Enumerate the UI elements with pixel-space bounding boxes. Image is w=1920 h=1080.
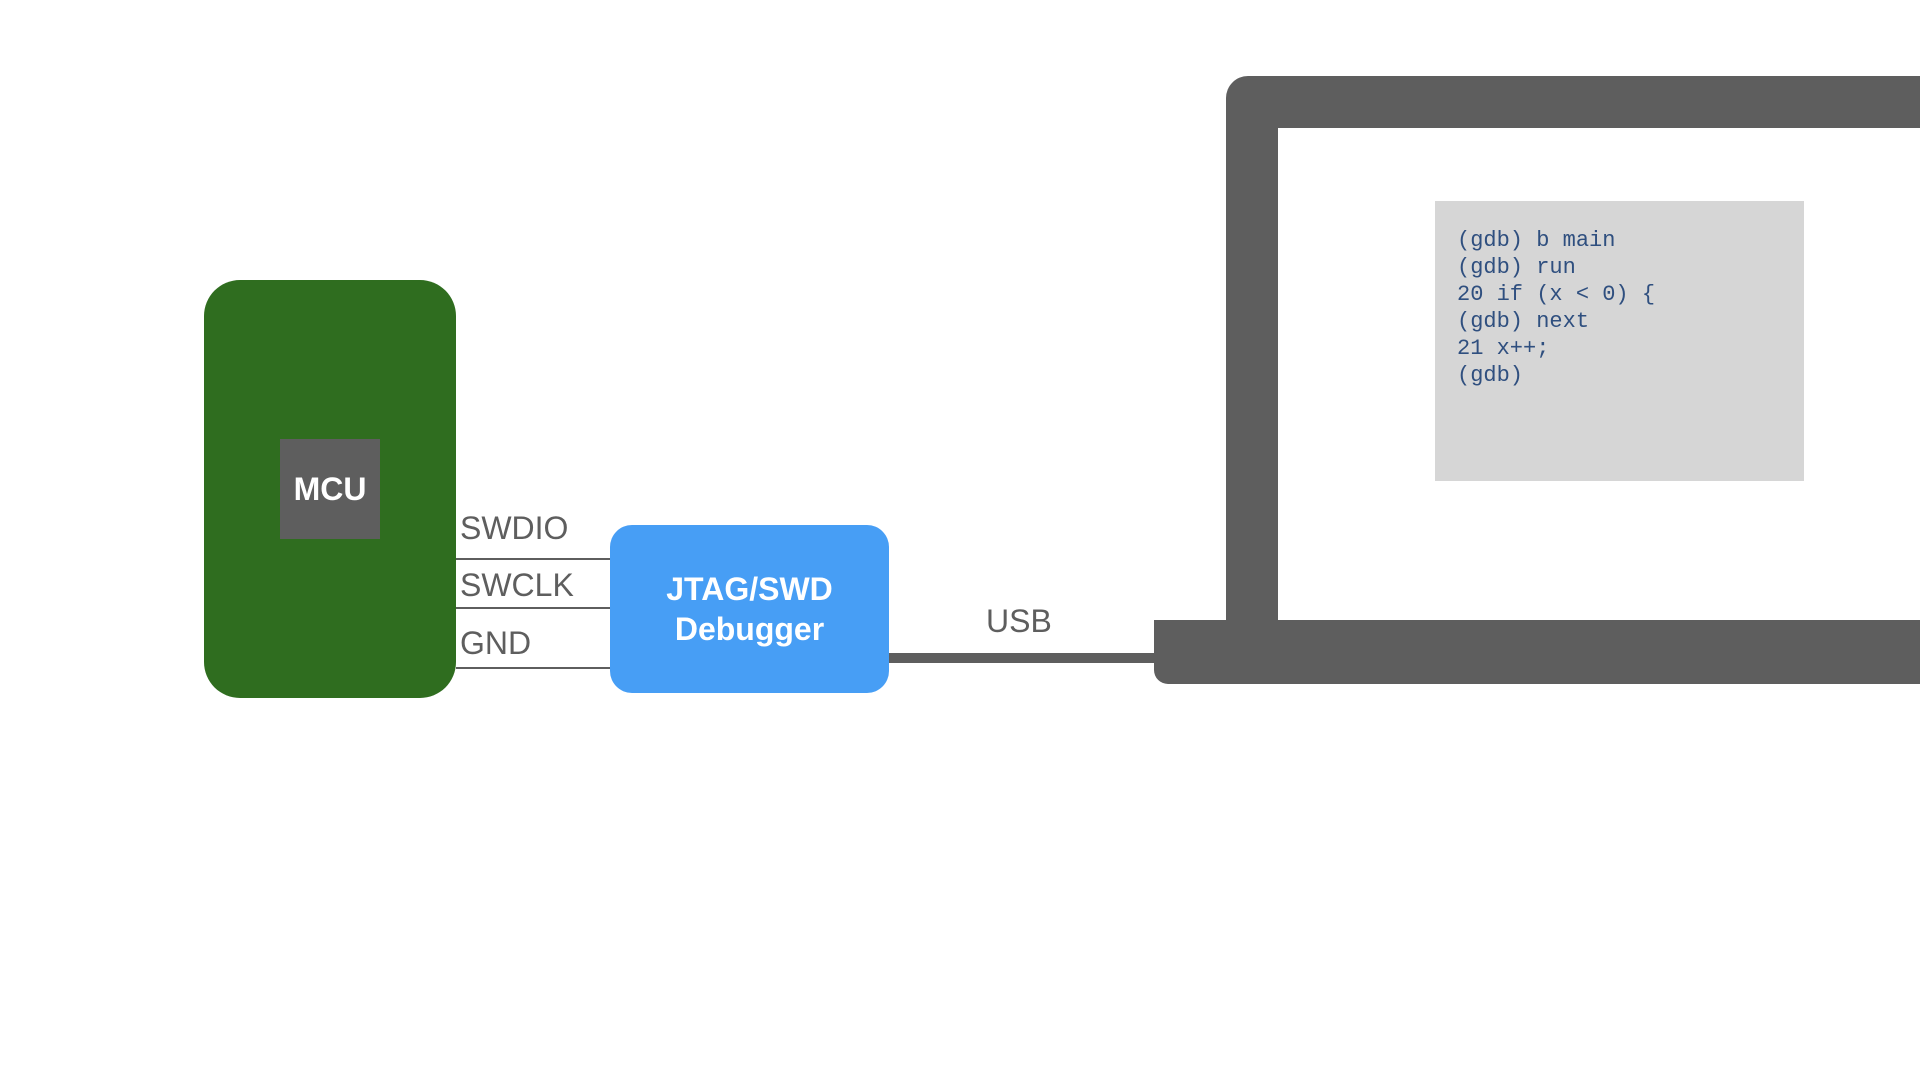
debugger-label-line1: JTAG/SWD — [666, 571, 833, 607]
wire-label-swdio: SWDIO — [460, 510, 569, 546]
gdb-terminal: (gdb) b main (gdb) run 20 if (x < 0) { (… — [1435, 201, 1804, 481]
wire-label-gnd: GND — [460, 625, 532, 661]
wire-gnd — [456, 667, 610, 669]
wire-swclk — [456, 607, 610, 609]
wire-label-swclk: SWCLK — [460, 567, 574, 603]
terminal-line: (gdb) next — [1457, 309, 1590, 334]
terminal-line: 20 if (x < 0) { — [1457, 282, 1656, 307]
usb-cable — [889, 653, 1157, 663]
mcu-chip: MCU — [280, 439, 380, 539]
terminal-line: (gdb) run — [1457, 255, 1576, 280]
debugger-label-line2: Debugger — [674, 611, 825, 647]
terminal-line: 21 x++; — [1457, 336, 1550, 361]
usb-label: USB — [986, 603, 1052, 639]
terminal-line: (gdb) — [1457, 363, 1524, 388]
laptop-base — [1154, 620, 1920, 684]
terminal-line: (gdb) b main — [1457, 228, 1616, 253]
debugger-box: JTAG/SWD Debugger — [610, 525, 889, 693]
wire-swdio — [456, 558, 610, 560]
